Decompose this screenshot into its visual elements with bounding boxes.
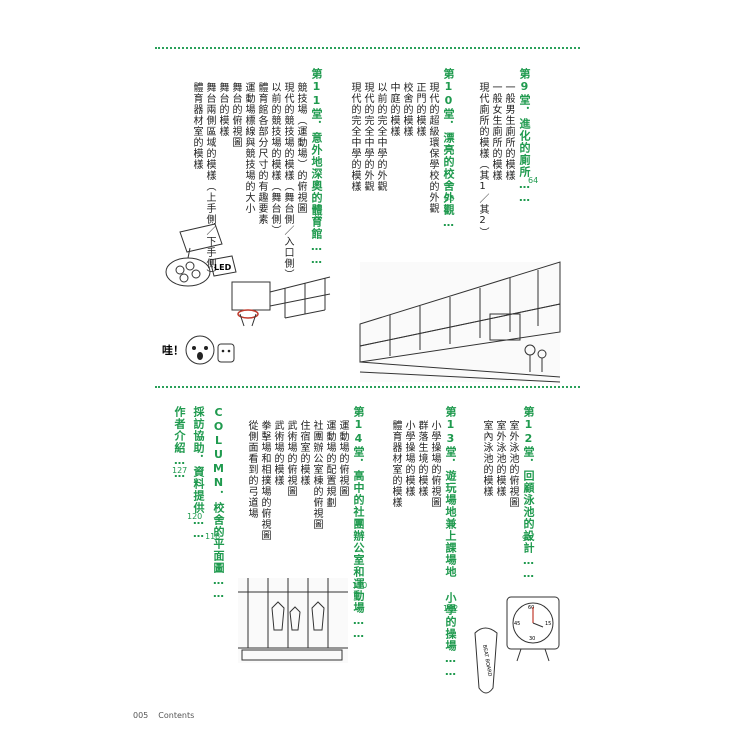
toc-item: 運動場的配置規劃 [324,420,335,508]
interview-title[interactable]: 採訪協助．資料提供…… [192,406,205,540]
toc-item: 現代廁所的模樣（其1／其2） [477,82,488,238]
toc-item: 一般女生廁所的模樣 [490,82,501,181]
chapter-11-title[interactable]: 第11堂．意外地深奧的體育館…… [310,68,323,266]
section-label: Contents [158,711,195,720]
toc-item: 競技場（運動場）的俯視圖 [295,82,306,214]
toc-item: 現代的競技場的模樣（舞台側／入口側） [282,82,293,280]
toc-item: 運動場標線與競技場的大小 [243,82,254,214]
toc-item: 群落生境的模樣 [416,420,427,497]
clubroom-illustration [238,578,348,663]
column-page: 118 [205,532,221,541]
toc-item: 住宿室的模樣 [298,420,309,486]
clock-number: 60 [528,605,534,611]
toc-item: 舞台的模樣 [217,82,228,137]
toc-item: 運動場的俯視圖 [337,420,348,497]
toc-item: 室內泳池的模樣 [481,420,492,497]
author-title[interactable]: 作者介紹…… [173,406,186,480]
toc-item: 校舍的模樣 [401,82,412,137]
interview-page: 120 [187,512,203,521]
chapter-9-title[interactable]: 第9堂．進化的廁所…… [518,68,531,204]
toc-item: 舞台兩側區域的模樣（上手側／下手側） [204,82,215,280]
exclaim-text: 哇！ [162,343,184,357]
chapter-9-page: 64 [528,176,539,185]
page-footer: 005 Contents [133,711,204,720]
toc-item: 武術場的模樣 [272,420,283,486]
toc-item: 現代的完全中學的外觀 [362,82,373,192]
chapter-10-title[interactable]: 第10堂．漂亮的校舍外觀… [442,68,455,229]
toc-item: 室外泳池的俯視圖 [507,420,518,508]
basketball-hoop-illustration: LED 哇！ [162,223,331,365]
toc-item: 室外泳池的模樣 [494,420,505,497]
chapter-10-page: 68 [444,194,455,203]
toc-item: 舞台的俯視圖 [230,82,241,148]
toc-item: 社團辦公室棟的俯視圖 [311,420,322,530]
toc-item: 小學操場的模樣 [403,420,414,497]
toc-item: 現代的超級環保學校的外觀 [427,82,438,214]
toc-item: 一般男生廁所的模樣 [503,82,514,181]
toc-item: 體育館各部分尺寸的有趣要素 [256,82,267,225]
chapter-14-page: 110 [352,581,368,590]
school-building-illustration [359,261,561,383]
toc-item: 以前的競技場的模樣（舞台側） [269,82,280,236]
toc-item: 武術場的俯視圖 [285,420,296,497]
toc-item: 拳擊場和相撲場的俯視圖 [259,420,270,541]
author-page: 127 [172,466,188,475]
toc-item: 從側面看到的弓道場 [246,420,257,519]
top-divider [155,47,580,49]
chapter-14-title[interactable]: 第14堂．高中的社團辦公室和運動場…… [352,406,365,640]
toc-item: 小學操場的俯視圖 [429,420,440,508]
toc-item: 以前的完全中學的外觀 [375,82,386,192]
led-label: LED [214,263,232,272]
clock-number: 45 [514,621,520,627]
clock-number: 15 [545,621,551,627]
column-title[interactable]: COLUMN．校舍的平面圖…… [212,406,225,600]
toc-item: 中庭的模樣 [388,82,399,137]
kickboard-label: BEAT BOARD [481,644,493,677]
middle-divider [155,386,580,388]
chapter-11-page: 78 [312,213,323,222]
chapter-13-page: 102 [443,604,459,613]
chapter-12-page: 94 [522,534,533,543]
page-number: 005 [133,711,149,720]
chapter-12-title[interactable]: 第12堂．回顧泳池的設計…… [522,406,535,580]
toc-item: 正門的模樣 [414,82,425,137]
clock-number: 30 [529,636,535,642]
toc-item: 現代的完全中學的模樣 [349,82,360,192]
chapter-13-title[interactable]: 第13堂．遊玩場地兼上課場地 小學的操場…… [444,406,457,678]
pool-clock-illustration: 60 45 15 30 BEAT BOARD [474,596,560,694]
toc-item: 體育器材室的模樣 [390,420,401,508]
toc-item: 體育器材室的模樣 [191,82,202,170]
